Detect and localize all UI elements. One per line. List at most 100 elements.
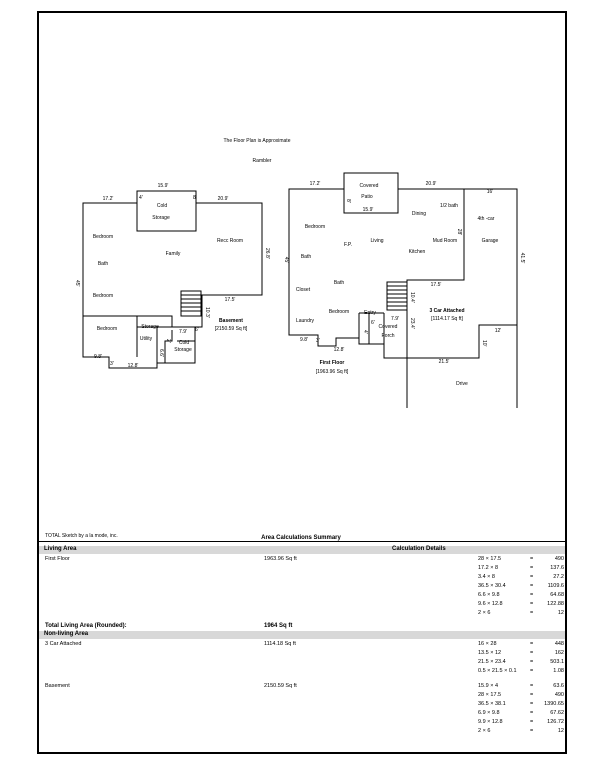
- first-floor-dim: 17.2': [310, 181, 321, 187]
- basement-dim: 10.3': [204, 307, 210, 318]
- living-area-header: Living Area Calculation Details: [39, 546, 565, 554]
- basement-row-label: Basement: [45, 683, 70, 689]
- calc-expression: 0.5 × 21.5 × 0.1: [478, 668, 517, 674]
- calc-line: 21.5 × 23.4=503.1: [478, 659, 564, 668]
- first-floor-stairs: [386, 281, 408, 311]
- first-floor-room: F.P.: [344, 242, 352, 248]
- garage-outline: [407, 188, 518, 408]
- basement-dim: 2': [165, 339, 171, 343]
- first-floor-outline: [288, 172, 465, 359]
- basement-storage-walls: [136, 315, 195, 363]
- driveway-lines: [406, 358, 518, 408]
- calc-equals: =: [530, 592, 534, 598]
- calc-expression: 17.2 × 8: [478, 565, 499, 571]
- calc-equals: =: [530, 650, 534, 656]
- nonliving-area-label: Non-living Area: [44, 631, 89, 637]
- basement-dim: 26.8': [264, 248, 270, 259]
- calc-equals: =: [530, 565, 534, 571]
- calc-line: 28 × 17.5=490: [478, 692, 564, 701]
- basement-room: Cold: [157, 203, 168, 209]
- first-floor-room: Bedroom: [305, 224, 325, 230]
- basement-room: Recc Room: [217, 238, 243, 244]
- garage-row-value: 1114.18 Sq ft: [264, 641, 296, 647]
- basement-dim: 17.5': [225, 297, 236, 303]
- first-floor-dim: 6': [371, 320, 375, 326]
- calc-equals: =: [530, 668, 534, 674]
- basement-room: Storage: [174, 347, 192, 353]
- calc-line: 17.2 × 8=137.6: [478, 565, 564, 574]
- basement-room: Bedroom: [97, 326, 117, 332]
- page-frame: [37, 11, 567, 754]
- garage-dim: 10': [481, 340, 487, 347]
- first-floor-row-value: 1963.96 Sq ft: [264, 556, 297, 562]
- calc-equals: =: [530, 583, 534, 589]
- calc-line: 28 × 17.5=490: [478, 556, 564, 565]
- first-floor-dim: 45': [283, 257, 289, 264]
- calc-equals: =: [530, 719, 534, 725]
- total-living-label: Total Living Area (Rounded):: [45, 623, 127, 629]
- first-floor-name: First Floor: [320, 360, 345, 366]
- calc-line: 2 × 6=12: [478, 610, 564, 619]
- calc-line: 3.4 × 8=27.2: [478, 574, 564, 583]
- calc-result: 490: [554, 692, 564, 698]
- first-floor-area: [1963.96 Sq ft]: [316, 369, 349, 375]
- basement-room: Bath: [98, 261, 109, 267]
- first-floor-dim: 10.4': [409, 292, 415, 303]
- calc-line: 13.5 × 12=162: [478, 650, 564, 659]
- basement-room: Utility: [140, 336, 153, 342]
- calc-equals: =: [530, 610, 534, 616]
- calc-equals: =: [530, 641, 534, 647]
- garage-dim: 41.5': [519, 253, 525, 264]
- calc-result: 12: [557, 728, 564, 734]
- first-floor-room: Mud Room: [433, 238, 457, 244]
- basement-dim: 17.2': [103, 196, 114, 202]
- first-floor-room: Bath: [334, 280, 345, 286]
- first-floor-dim: 20.9': [426, 181, 437, 187]
- first-floor-dim: 9.8': [300, 337, 308, 343]
- calc-line: 6.9 × 9.8=67.62: [478, 710, 564, 719]
- calc-result: 126.72: [547, 719, 564, 725]
- first-floor-room: Patio: [361, 194, 373, 200]
- first-floor-room: Covered: [379, 324, 398, 330]
- calc-line: 36.5 × 38.1=1390.65: [478, 701, 564, 710]
- calc-equals: =: [530, 601, 534, 607]
- calc-line: 9.6 × 12.8=122.88: [478, 601, 564, 610]
- first-floor-room: Kitchen: [409, 249, 426, 255]
- garage-dim: 16': [487, 189, 494, 195]
- first-floor-dim: 7.9': [391, 316, 399, 322]
- total-living-value: 1964 Sq ft: [264, 623, 293, 629]
- calc-expression: 9.6 × 12.8: [478, 601, 503, 607]
- calc-line: 9.9 × 12.8=126.72: [478, 719, 564, 728]
- calc-result: 1390.65: [544, 701, 564, 707]
- garage-area: [1114.17 Sq ft]: [431, 316, 463, 322]
- basement-dim: 20.9': [218, 196, 229, 202]
- calc-expression: 36.5 × 30.4: [478, 583, 506, 589]
- garage-row-label: 3 Car Attached: [45, 641, 82, 647]
- basement-dim: 9.8': [94, 354, 102, 360]
- first-floor-dim: 12.8': [334, 347, 345, 353]
- basement-dim: 4': [139, 195, 143, 201]
- basement-dim: 6.6': [158, 349, 164, 357]
- first-floor-dim: 3': [316, 338, 320, 344]
- basement-dim: 8': [193, 195, 197, 201]
- basement-room: Storage: [152, 215, 170, 221]
- calc-line: 0.5 × 21.5 × 0.1=1.08: [478, 668, 564, 677]
- first-floor-room: Covered: [360, 183, 379, 189]
- covered-patio: [343, 172, 399, 214]
- calc-expression: 16 × 28: [478, 641, 497, 647]
- calc-expression: 15.9 × 4: [478, 683, 499, 689]
- calc-equals: =: [530, 701, 534, 707]
- garage-room: Garage: [482, 238, 499, 244]
- calc-expression: 3.4 × 8: [478, 574, 495, 580]
- first-floor-row-label: First Floor: [45, 556, 70, 562]
- basement-dim: 3': [110, 361, 114, 367]
- calc-result: 63.6: [553, 683, 564, 689]
- first-floor-room: Closet: [296, 287, 311, 293]
- first-floor-dim: 4': [362, 330, 368, 334]
- basement-dim: 45': [74, 280, 80, 287]
- calc-result: 12: [557, 610, 564, 616]
- basement-stairs: [180, 290, 202, 317]
